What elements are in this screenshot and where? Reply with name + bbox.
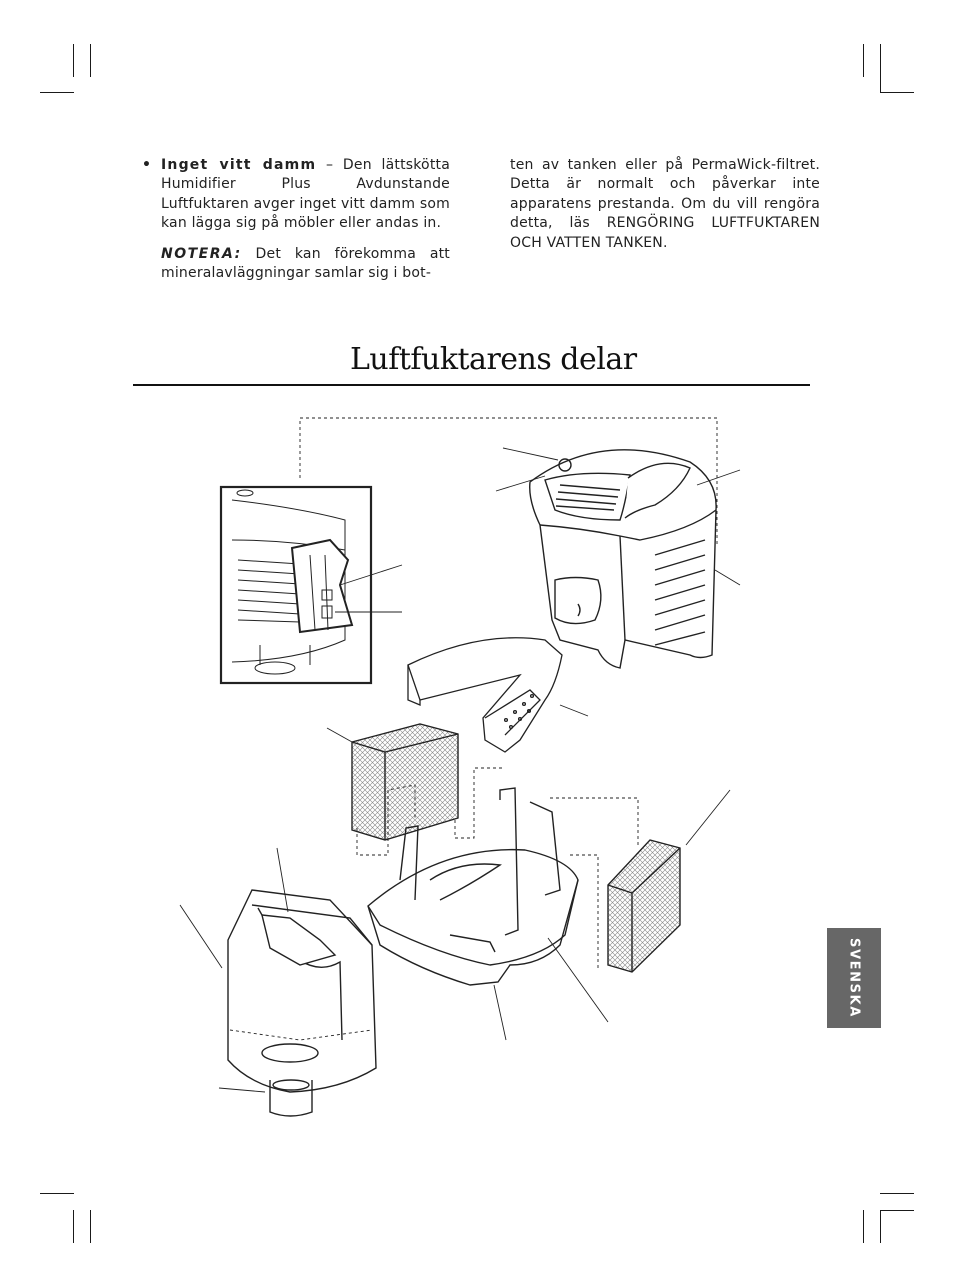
section-title: Luftfuktarens delar — [350, 342, 637, 377]
crop-mark — [863, 44, 864, 77]
crop-mark — [73, 1210, 74, 1243]
replacement-filter — [548, 797, 681, 973]
note-text: Det kan förekomma att mineralavlägg­ning… — [161, 245, 450, 282]
text-column-right: ten av tanken eller på PermaWick-filtret… — [510, 156, 820, 253]
note-label: NOTERA: — [161, 245, 242, 262]
text-column-left: • Inget vitt damm – Den lättskötta Humid… — [142, 156, 450, 283]
crop-mark — [880, 44, 881, 92]
bullet-item: • Inget vitt damm – Den lättskötta Humid… — [142, 156, 450, 234]
crop-mark — [90, 44, 91, 77]
crop-mark — [880, 92, 914, 93]
crop-mark — [40, 92, 74, 93]
water-tank — [227, 889, 377, 1117]
crop-mark — [880, 1210, 914, 1211]
top-housing — [529, 449, 717, 669]
crop-mark — [880, 1193, 914, 1194]
bullet-marker: • — [142, 157, 152, 173]
dashed-connector — [299, 417, 718, 545]
note-paragraph: NOTERA: Det kan förekomma att mineralavl… — [161, 245, 450, 284]
filter-tray — [407, 637, 563, 753]
crop-mark — [90, 1210, 91, 1243]
continuation-paragraph: ten av tanken eller på PermaWick-filtret… — [510, 157, 820, 251]
language-tab-label: SVENSKA — [846, 938, 862, 1018]
crop-mark — [40, 1193, 74, 1194]
crop-mark — [880, 1210, 881, 1243]
bullet-term: Inget vitt damm — [161, 157, 317, 173]
language-tab: SVENSKA — [827, 928, 881, 1028]
bullet-text: – Den lättskötta Humidifier Plus Avdunst… — [161, 157, 450, 232]
crop-mark — [863, 1210, 864, 1243]
humidifier-parts-diagram — [179, 417, 741, 1117]
heading-rule — [133, 384, 810, 386]
bullet-paragraph: Inget vitt damm – Den lättskötta Humidif… — [161, 156, 450, 234]
crop-mark — [73, 44, 74, 77]
permawick-filter — [351, 723, 505, 856]
humidifier-base — [367, 787, 579, 986]
